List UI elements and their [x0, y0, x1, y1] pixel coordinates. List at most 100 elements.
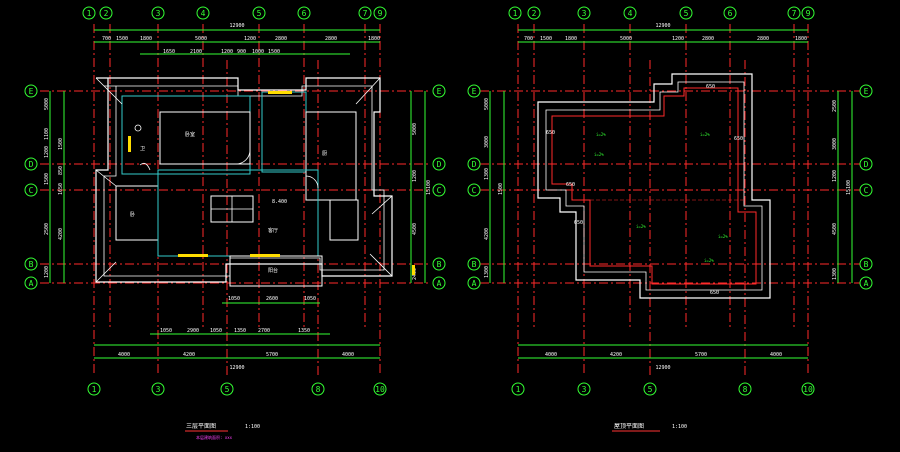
- dim-text: 1500: [58, 138, 64, 150]
- svg-text:4: 4: [628, 9, 633, 18]
- slope-label: i=2%: [636, 224, 646, 229]
- svg-text:3: 3: [582, 9, 587, 18]
- dim-text: 1200: [44, 146, 50, 158]
- roof-label: 650: [706, 84, 715, 90]
- dim-text: 1200: [244, 36, 256, 42]
- dim-text: 2800: [325, 36, 337, 42]
- axis-bubble: C: [432, 183, 446, 197]
- axis-bubble: 5: [643, 382, 657, 396]
- axis-bubble: 8: [311, 382, 325, 396]
- axis-bubble: 6: [723, 6, 737, 20]
- svg-text:8: 8: [743, 385, 748, 394]
- roof-inner-outline: [103, 85, 385, 277]
- svg-text:1: 1: [92, 385, 97, 394]
- left-plan-title-block: 三层平面图 1:100 本层建筑面积: xxx: [185, 423, 260, 440]
- svg-text:D: D: [864, 160, 869, 169]
- dim-text: 5000: [44, 98, 50, 110]
- svg-text:C: C: [437, 186, 442, 195]
- dim-text: 2800: [702, 36, 714, 42]
- axis-bubble: 8: [738, 382, 752, 396]
- svg-text:A: A: [29, 279, 34, 288]
- svg-text:A: A: [437, 279, 442, 288]
- slope-label: i=2%: [594, 152, 604, 157]
- axis-bubble: 7: [787, 6, 801, 20]
- axis-bubble: B: [24, 257, 38, 271]
- dim-text: 2500: [832, 100, 838, 112]
- svg-text:C: C: [472, 186, 477, 195]
- svg-text:9: 9: [378, 9, 383, 18]
- svg-text:D: D: [437, 160, 442, 169]
- dim-text: 5700: [266, 352, 278, 358]
- left-top-axis-bubbles: 1 2 3 4 5 6 7 9: [82, 6, 387, 20]
- axis-bubble: 5: [252, 6, 266, 20]
- axis-bubble: 5: [679, 6, 693, 20]
- dim-text: 1800: [565, 36, 577, 42]
- svg-text:B: B: [864, 260, 869, 269]
- axis-bubble: 2: [99, 6, 113, 20]
- dim-text: 3000: [832, 138, 838, 150]
- svg-text:6: 6: [302, 9, 307, 18]
- right-top-dimensions: 12900 700 1500 1800 5000 1200 2800 2800 …: [524, 23, 807, 42]
- svg-text:8: 8: [316, 385, 321, 394]
- axis-bubble: B: [432, 257, 446, 271]
- axis-bubble: E: [432, 84, 446, 98]
- svg-text:10: 10: [803, 385, 813, 394]
- dim-text: 4000: [545, 352, 557, 358]
- axis-bubble: 3: [151, 6, 165, 20]
- axis-bubble: 9: [801, 6, 815, 20]
- slope-labels: i=2% i=2% i=2% i=2% i=2% i=2%: [594, 132, 728, 263]
- left-windows: [128, 91, 415, 275]
- right-side-dimensions: 5000 3000 1300 1500 4200 1300 2500 3000 …: [484, 98, 852, 280]
- svg-text:B: B: [437, 260, 442, 269]
- right-dimension-lines: [489, 29, 853, 359]
- drawing-scale: 1:100: [245, 424, 260, 430]
- axis-bubble: 3: [577, 382, 591, 396]
- dim-text: 1050: [160, 328, 172, 334]
- dim-text: 4000: [118, 352, 130, 358]
- axis-bubble: 2: [527, 6, 541, 20]
- dim-text: 1050: [210, 328, 222, 334]
- svg-text:4: 4: [201, 9, 206, 18]
- roof-outline-group: [537, 73, 771, 299]
- dim-text: 1500: [498, 183, 504, 195]
- axis-bubble: D: [24, 157, 38, 171]
- dim-text: 1200: [44, 266, 50, 278]
- dim-text: 2700: [258, 328, 270, 334]
- dim-text: 1300: [484, 168, 490, 180]
- right-axis-lines: [480, 24, 860, 375]
- dim-text: 5000: [620, 36, 632, 42]
- bedroom-wall: [159, 111, 251, 165]
- svg-text:1: 1: [516, 385, 521, 394]
- room-label: 阳台: [268, 267, 278, 274]
- window: [412, 265, 415, 275]
- axis-bubble: 1: [511, 382, 525, 396]
- dim-text: 1800: [368, 36, 380, 42]
- roof-label: 650: [546, 130, 555, 136]
- dim-text: 4200: [58, 228, 64, 240]
- elevation-label: 8.400: [272, 199, 287, 205]
- svg-text:D: D: [29, 160, 34, 169]
- left-balcony-dimensions: 1050 2600 1050: [228, 296, 316, 302]
- roof-label: 650: [710, 290, 719, 296]
- toilet-fixture: [134, 124, 142, 132]
- dim-text: 15100: [426, 180, 432, 195]
- dim-text: 1000: [252, 49, 264, 55]
- dim-text: 4500: [412, 223, 418, 235]
- dim-text: 2100: [190, 49, 202, 55]
- window: [178, 254, 208, 257]
- right-bottom-axis-bubbles: 1 3 5 8 10: [511, 382, 815, 396]
- left-top-dimensions: 12900 700 1500 1800 5000 1200 2800 2800 …: [102, 23, 380, 55]
- room-label: 卧室: [185, 131, 195, 138]
- door-swing: [235, 149, 251, 165]
- dim-text: 5000: [195, 36, 207, 42]
- svg-text:7: 7: [363, 9, 368, 18]
- axis-bubble: A: [859, 276, 873, 290]
- svg-text:E: E: [864, 87, 869, 96]
- slope-label: i=2%: [704, 258, 714, 263]
- axis-bubble: 1: [508, 6, 522, 20]
- axis-bubble: 9: [373, 6, 387, 20]
- svg-text:B: B: [472, 260, 477, 269]
- axis-bubble: C: [24, 183, 38, 197]
- axis-bubble: 10: [373, 382, 387, 396]
